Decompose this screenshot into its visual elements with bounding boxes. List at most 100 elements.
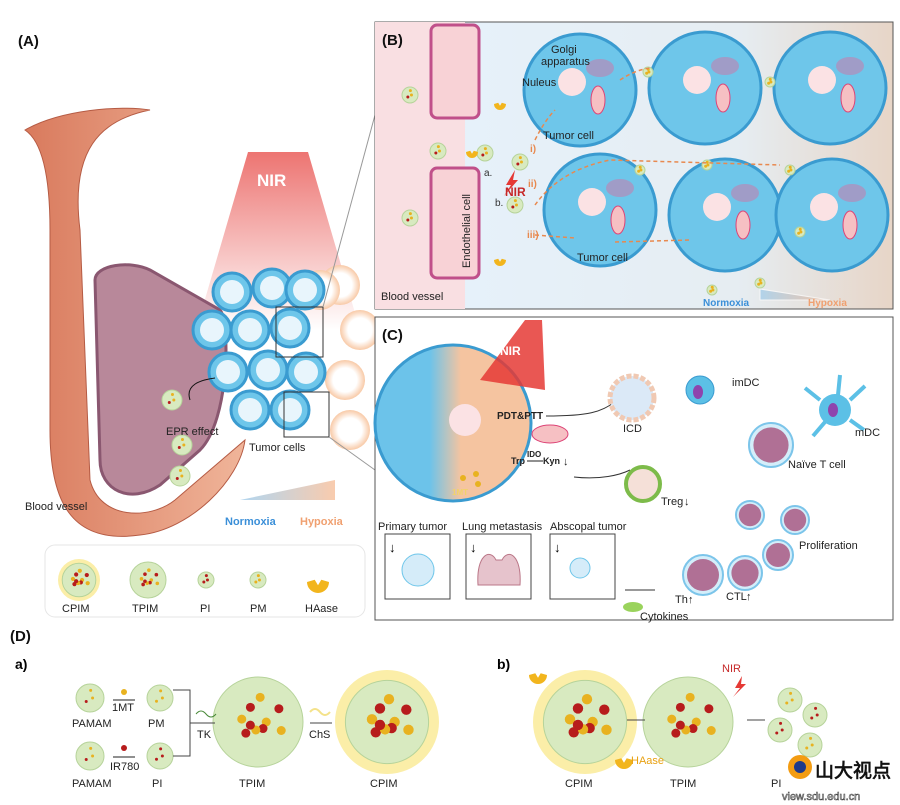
epr-arrow bbox=[188, 377, 216, 401]
step-b: b. bbox=[495, 198, 503, 209]
drug-dot bbox=[143, 579, 147, 584]
tumor-cell-cluster bbox=[161, 265, 380, 487]
particle-core bbox=[171, 434, 193, 456]
dashed-arrow bbox=[534, 109, 556, 141]
drug-dot bbox=[564, 714, 576, 725]
pm-particle bbox=[249, 571, 267, 589]
drug-dot bbox=[706, 725, 716, 735]
drug-dot bbox=[667, 714, 677, 724]
kyn-down-arrow: ↓ bbox=[563, 456, 569, 468]
panel-d-label: (D) bbox=[10, 628, 31, 645]
route-iii: iii) bbox=[527, 230, 539, 241]
endothelial-cell-top bbox=[429, 23, 481, 120]
nir-label-b: NIR bbox=[505, 185, 526, 199]
particle-core bbox=[777, 687, 803, 713]
pm-particle bbox=[642, 66, 654, 78]
legend-box bbox=[44, 544, 366, 618]
tumor-cells-b bbox=[401, 30, 890, 296]
pm-particle bbox=[146, 684, 174, 712]
1mt-molecule bbox=[460, 475, 466, 481]
particle-core bbox=[161, 389, 183, 411]
drug-dot bbox=[780, 728, 784, 732]
outcome-abscopal-label: Abscopal tumor bbox=[550, 521, 627, 533]
drug-dot bbox=[172, 398, 176, 402]
drug-dot bbox=[401, 704, 412, 715]
drug-dot bbox=[513, 199, 517, 203]
cytokine-icon bbox=[623, 602, 643, 612]
particle-core bbox=[642, 676, 734, 768]
drug-dot bbox=[139, 577, 144, 581]
drug-dot bbox=[160, 754, 164, 758]
drug-dot bbox=[141, 582, 145, 587]
drug-dot bbox=[84, 699, 88, 703]
mdc-nucleus bbox=[828, 403, 838, 417]
tumor-cell-inner bbox=[293, 278, 317, 302]
oxygen-gradient-b bbox=[759, 288, 831, 301]
haase-enzyme-icon bbox=[307, 579, 329, 593]
nir-label-c: NIR bbox=[500, 344, 521, 358]
treg-inhibit-arrow bbox=[573, 469, 631, 479]
t-cell-nucleus bbox=[687, 559, 719, 591]
mdc-cell bbox=[803, 374, 867, 438]
drug-dot bbox=[409, 216, 413, 220]
kyn-label: Kyn bbox=[543, 456, 560, 466]
particle-core bbox=[802, 702, 828, 728]
drug-dot bbox=[180, 474, 184, 478]
t-cells bbox=[682, 422, 810, 596]
drug-dot bbox=[704, 164, 708, 168]
drug-dot bbox=[768, 77, 772, 81]
t-cell-nucleus bbox=[753, 427, 789, 463]
drug-dot bbox=[789, 168, 793, 172]
normoxia-label-a: Normoxia bbox=[225, 516, 277, 528]
drug-dot bbox=[374, 703, 386, 714]
drug-dot bbox=[483, 147, 487, 151]
drug-dot bbox=[409, 93, 413, 97]
drug-dot bbox=[706, 163, 710, 167]
1mt-molecule bbox=[473, 471, 479, 477]
pm-particle bbox=[784, 164, 796, 176]
drug-dot bbox=[511, 205, 515, 209]
tpim-particle bbox=[401, 209, 419, 227]
outcome-lung-label: Lung metastasis bbox=[462, 521, 543, 533]
mitochondrion bbox=[715, 83, 731, 113]
tumor-cell-inner bbox=[220, 280, 244, 304]
blood-vessel-label-b: Blood vessel bbox=[381, 291, 443, 303]
drug-dot bbox=[175, 476, 179, 480]
drug-dot bbox=[202, 580, 206, 584]
tpim-particle bbox=[161, 389, 183, 411]
1mt-molecule bbox=[121, 689, 127, 695]
golgi-apparatus bbox=[838, 184, 866, 202]
drug-dot bbox=[91, 754, 95, 758]
drug-dot bbox=[704, 704, 714, 714]
hypoxic-tumor-cell bbox=[325, 360, 365, 400]
drug-dot bbox=[256, 574, 260, 578]
drug-dot bbox=[408, 89, 412, 93]
drug-dot bbox=[204, 574, 208, 578]
drug-dot bbox=[705, 160, 709, 164]
drug-dot bbox=[785, 701, 789, 705]
haase-enzyme-icon bbox=[494, 102, 506, 110]
drug-dot bbox=[70, 576, 76, 582]
particle-core bbox=[797, 732, 823, 758]
tumor-cell-inner bbox=[200, 318, 224, 342]
drug-dot bbox=[84, 572, 89, 578]
panel-c: (C) NIR PDT&PTT Trp IDO Kyn ↓ 1MT ICD im… bbox=[373, 316, 894, 623]
ctl-up-arrow: ↑ bbox=[746, 591, 752, 603]
t-cell-nucleus bbox=[766, 543, 790, 567]
legend-haase: HAase bbox=[305, 603, 338, 615]
route-i: i) bbox=[530, 144, 536, 155]
drug-dot bbox=[709, 289, 713, 293]
particle-core bbox=[169, 465, 191, 487]
drug-dot bbox=[245, 702, 255, 712]
particle-core bbox=[75, 741, 105, 771]
merge-bracket bbox=[173, 689, 215, 757]
nucleus bbox=[578, 188, 606, 216]
drug-dot bbox=[245, 720, 255, 730]
particle-core bbox=[75, 683, 105, 713]
tumor-cell-inner bbox=[278, 398, 302, 422]
nucleus bbox=[683, 66, 711, 94]
pi-label-d: PI bbox=[152, 778, 162, 790]
drug-dot bbox=[809, 736, 813, 740]
tpim-label-b: TPIM bbox=[670, 778, 696, 790]
pdt-arrow bbox=[545, 401, 616, 417]
